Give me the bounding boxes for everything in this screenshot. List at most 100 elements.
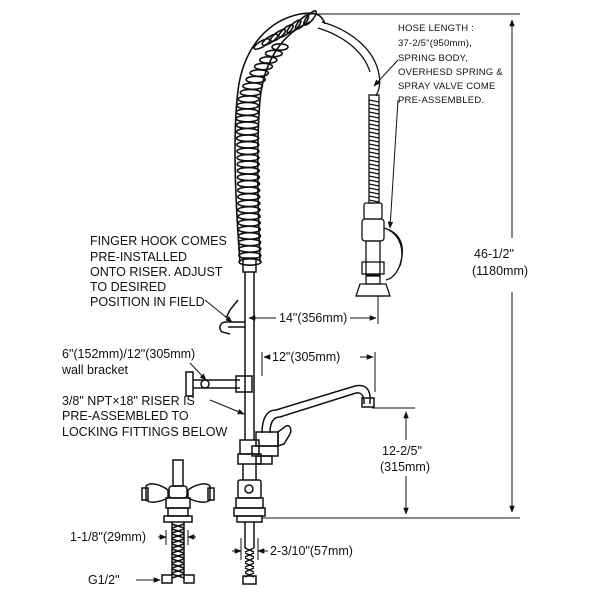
braid-strand	[171, 548, 185, 554]
braid-strand	[171, 528, 185, 534]
leader-lines	[136, 59, 399, 583]
hose-note-line-1: HOSE LENGTH :	[398, 23, 474, 34]
coil-ring	[271, 42, 289, 51]
hose-rib	[368, 127, 380, 131]
coil-ring	[239, 88, 262, 97]
coil-ring	[236, 166, 261, 175]
shank-dim: 1-1/8"(29mm)	[70, 530, 146, 544]
coil-ring	[264, 49, 283, 58]
coil-ring	[237, 225, 262, 234]
finger-note-line-5: POSITION IN FIELD	[90, 295, 205, 309]
braid-strand	[171, 523, 185, 529]
hose-length-note: HOSE LENGTH : 37-2/5"(950mm), SPRING BOD…	[398, 23, 506, 106]
braid-strand	[171, 568, 185, 574]
hose-rib	[368, 175, 380, 179]
spout-reach-dim: 12"(305mm)	[272, 350, 340, 364]
coil-ring	[237, 218, 262, 227]
spout-arm	[251, 384, 375, 465]
finger-hook-note: FINGER HOOK COMES PRE-INSTALLED ONTO RIS…	[90, 234, 230, 309]
braid-strand	[244, 552, 255, 558]
coil-ring	[242, 82, 264, 91]
coil-ring	[236, 147, 260, 156]
hose-rib	[368, 103, 380, 107]
hose-rib	[368, 115, 380, 119]
braid-strand	[171, 553, 185, 559]
hose-note-line-6: PRE-ASSEMBLED.	[398, 95, 484, 106]
wall-bracket	[185, 371, 253, 397]
coil-ring	[237, 199, 261, 208]
hose-note-line-2: 37-2/5"(950mm),	[398, 38, 472, 49]
coil-ring	[236, 192, 261, 201]
overall-height-metric: (1180mm)	[472, 264, 528, 278]
hose-rib	[368, 155, 380, 159]
bracket-note-line-1: 6"(152mm)/12"(305mm)	[62, 347, 195, 361]
braid-strand	[171, 573, 185, 579]
coil-ring	[261, 33, 279, 47]
coil-ring	[235, 134, 260, 143]
hose-rib	[368, 99, 380, 103]
hose-rib	[368, 119, 380, 123]
hose-rib	[368, 159, 380, 163]
mixing-base	[141, 459, 215, 584]
riser-note-line-3: LOCKING FITTINGS BELOW	[62, 425, 227, 439]
hose-note-line-3: SPRING BODY,	[398, 53, 468, 64]
wall-bracket-note: 6"(152mm)/12"(305mm) wall bracket	[61, 347, 199, 377]
hose-rib	[368, 187, 380, 191]
riser-note: 3/8" NPT×18" RISER IS PRE-ASSEMBLED TO L…	[62, 394, 227, 439]
finger-note-line-3: ONTO RISER. ADJUST	[90, 265, 223, 279]
coil-ring	[236, 160, 260, 169]
hose-rib	[368, 111, 380, 115]
overall-height-imperial: 46-1/2"	[474, 247, 514, 261]
riser-pipe	[233, 257, 266, 585]
hose-rib	[368, 199, 380, 203]
coil-ring	[253, 62, 274, 71]
coil-ring	[235, 108, 260, 117]
coil-ring	[235, 121, 260, 130]
spout-height-dim: 12-2/5" (315mm)	[380, 444, 430, 474]
spout-height-imperial: 12-2/5"	[382, 444, 422, 458]
hose-rib	[368, 139, 380, 143]
finger-note-line-2: PRE-INSTALLED	[90, 250, 187, 264]
hose-rib	[368, 183, 380, 187]
finger-hook	[219, 299, 245, 335]
coil-ring	[245, 75, 266, 84]
braid-strand	[244, 547, 255, 553]
riser-note-line-2: PRE-ASSEMBLED TO	[62, 409, 189, 423]
dimension-lines	[158, 13, 520, 560]
coil-ring	[236, 186, 261, 195]
spring-coil	[234, 10, 326, 266]
coil-ring	[237, 231, 262, 240]
spray-reach-dim: 14"(356mm)	[279, 311, 347, 325]
finger-note-line-4: TO DESIRED	[90, 280, 166, 294]
riser-note-line-1: 3/8" NPT×18" RISER IS	[62, 394, 195, 408]
hose-rib	[368, 179, 380, 183]
hose-rib	[368, 191, 380, 195]
braid-strand	[244, 562, 255, 568]
braid-strand	[244, 567, 255, 573]
coil-ring	[235, 127, 260, 136]
finger-note-line-1: FINGER HOOK COMES	[90, 234, 227, 248]
coil-ring	[237, 212, 261, 221]
hose-rib	[368, 163, 380, 167]
hose-note-line-4: OVERHESD SPRING &	[398, 67, 503, 78]
hose-rib	[368, 147, 380, 151]
braid-strand	[171, 563, 185, 569]
coil-ring	[236, 173, 261, 182]
hose-rib	[368, 195, 380, 199]
coil-ring	[302, 10, 318, 26]
coil-ring	[237, 238, 262, 247]
hose-rib	[368, 167, 380, 171]
hose-rib	[368, 151, 380, 155]
coil-ring	[236, 153, 260, 162]
braid-strand	[171, 533, 185, 539]
coil-ring	[236, 140, 260, 149]
braid-strand	[244, 557, 255, 563]
coil-ring	[237, 95, 260, 104]
hose-rib	[368, 131, 380, 135]
coil-ring	[237, 244, 262, 253]
hose-note-line-5: SPRAY VALVE COME	[398, 81, 496, 92]
spout-height-metric: (315mm)	[380, 460, 430, 474]
overall-height-dim: 46-1/2" (1180mm)	[472, 247, 528, 278]
